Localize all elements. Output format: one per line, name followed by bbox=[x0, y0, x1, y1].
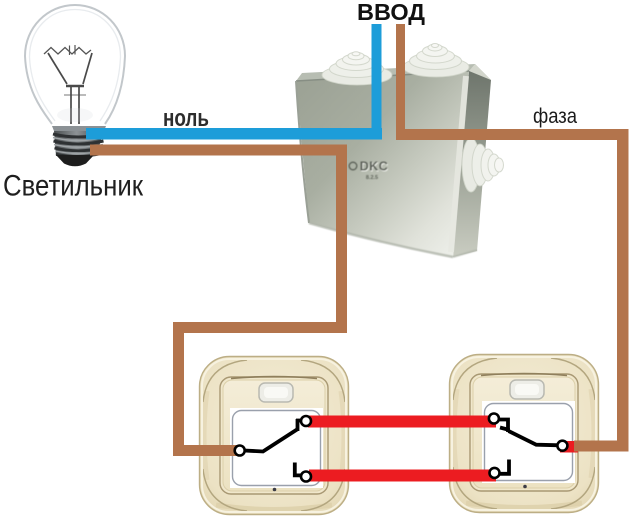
svg-text:фаза: фаза bbox=[533, 105, 577, 128]
svg-text:ВВОД: ВВОД bbox=[357, 0, 425, 25]
svg-text:ноль: ноль bbox=[163, 105, 209, 132]
svg-text:8.2.5: 8.2.5 bbox=[366, 175, 378, 181]
svg-text:Светильник: Светильник bbox=[3, 170, 144, 203]
svg-text:DKC: DKC bbox=[360, 160, 389, 174]
svg-text:DKC: DKC bbox=[361, 160, 390, 174]
